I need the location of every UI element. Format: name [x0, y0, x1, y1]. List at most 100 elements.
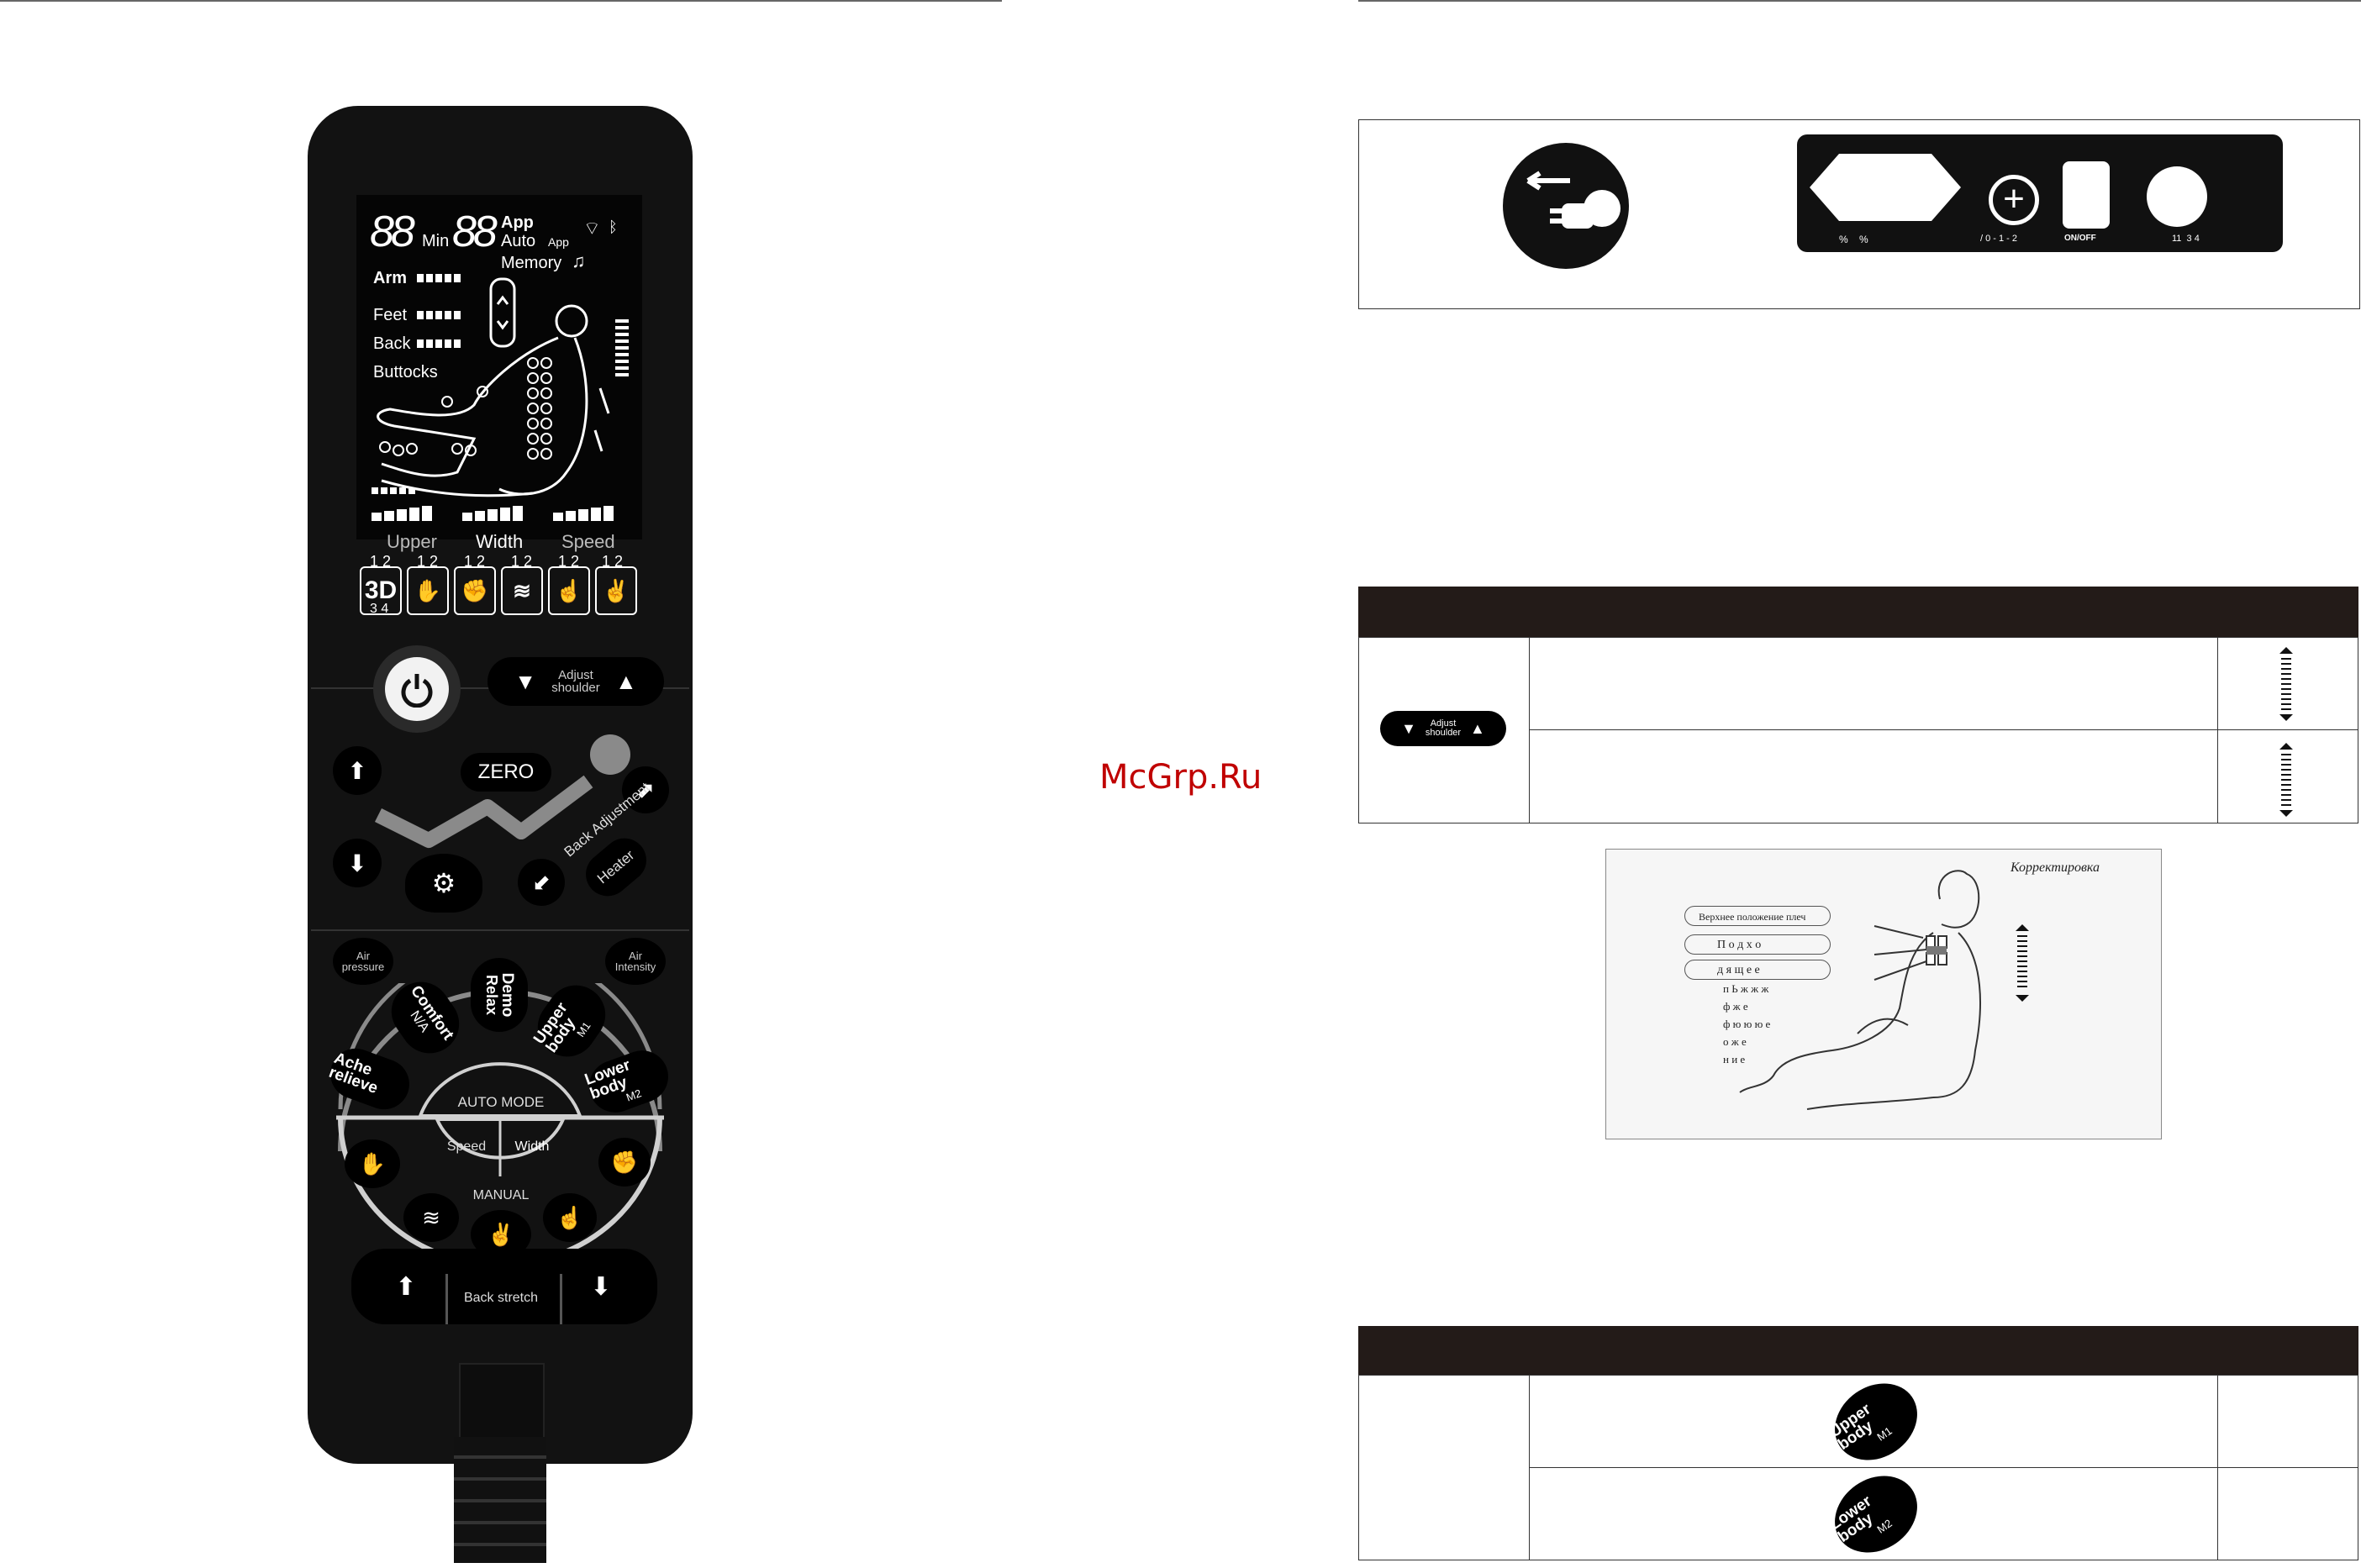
back-stretch-up-button[interactable]: ⬆	[370, 1260, 442, 1313]
technique-3d-icon: 3D	[360, 566, 402, 615]
buttocks-label: Buttocks	[373, 363, 438, 381]
power-socket-panel: % % + / 0 - 1 - 2 ON/OFF 11 3 4	[1797, 134, 2283, 252]
feet-bars	[417, 311, 461, 319]
timer-digits: 88	[370, 208, 415, 256]
air-intensity-button[interactable]: Air Intensity	[605, 938, 666, 985]
adjust-shoulder-label: Adjust shoulder	[551, 668, 600, 695]
auto-mode-label: AUTO MODE	[457, 1094, 545, 1110]
speed-button[interactable]: Speed	[437, 1123, 496, 1171]
leg-down-button[interactable]: ⬇	[333, 839, 382, 887]
illustration-line: ф ю ю ю е	[1723, 1018, 1771, 1030]
back-stretch-label: Back stretch	[463, 1291, 539, 1305]
arrow-down-icon: ⬇	[590, 1272, 612, 1301]
triangle-up-icon: ▲	[1470, 719, 1485, 737]
shiatsu-icon: ☝	[548, 566, 590, 615]
arm-bars	[417, 274, 461, 282]
air-pressure-label: Air pressure	[341, 950, 385, 973]
relax-label: Relax	[483, 974, 500, 1016]
zero-label: ZERO	[477, 760, 535, 783]
manual-kneading-button[interactable]: ✋	[345, 1139, 400, 1188]
illustration-line: н и е	[1723, 1053, 1746, 1066]
zero-button[interactable]: ZERO	[461, 753, 551, 792]
knocking-icon: ≋	[501, 566, 543, 615]
back-stretch-down-button[interactable]: ⬇	[565, 1260, 637, 1313]
music-icon: ♫	[572, 250, 586, 271]
arm-label: Arm	[373, 269, 408, 287]
socket-icon	[1810, 154, 1961, 221]
onoff-switch	[2063, 161, 2110, 229]
switch-labels: / 0 - 1 - 2	[1980, 234, 2018, 244]
illustration-scale-icon	[2016, 924, 2029, 1002]
width-bars	[462, 506, 523, 521]
zero-gravity-graphic	[374, 734, 630, 848]
unplug-icon	[1503, 143, 1629, 269]
arrow-up-icon: ⬆	[347, 757, 367, 784]
rolling-icon: ✌	[595, 566, 637, 615]
tech-num-6: 1 2	[602, 553, 624, 570]
upper-label: Upper	[387, 531, 437, 552]
tech-num-1: 1 2	[370, 553, 392, 570]
app-small-label: App	[548, 235, 569, 249]
manual-tap-button[interactable]: ☝	[543, 1193, 597, 1242]
illustration-line: о ж е	[1723, 1035, 1747, 1048]
table2-header	[1358, 1326, 2358, 1375]
leg-up-button[interactable]: ⬆	[333, 746, 382, 795]
cable-strain-relief	[459, 1363, 545, 1442]
illustration-line: п Ь ж ж ж	[1723, 982, 1769, 995]
app-label: App	[501, 213, 534, 232]
table1-adjust-shoulder-label: Adjust shoulder	[1425, 718, 1462, 738]
shoulder-scale-up-icon	[2279, 647, 2293, 721]
arrow-up-icon: ⬆	[395, 1272, 417, 1301]
onoff-label: ON/OFF	[2064, 234, 2096, 243]
tapping-icon: ✊	[454, 566, 496, 615]
upper-bars	[372, 506, 432, 521]
arrow-down-left-icon: ⬋	[532, 869, 551, 895]
triangle-down-icon: ▼	[514, 668, 536, 694]
memory-label: Memory	[501, 254, 562, 272]
shoulder-illustration-box	[1605, 849, 2162, 1139]
air-pressure-button[interactable]: Air pressure	[333, 938, 393, 985]
power-icon	[385, 657, 449, 721]
power-button[interactable]	[373, 645, 461, 733]
kneading-hand-icon: ✋	[358, 1150, 387, 1176]
kneading-icon: ✋	[407, 566, 449, 615]
right-labels: 11 3 4	[2172, 234, 2200, 244]
watermark-text: McGrp.Ru	[1099, 758, 1262, 797]
back-up-button[interactable]: ⬈	[622, 766, 669, 813]
feet-label: Feet	[373, 306, 408, 324]
remote-divider-2	[311, 929, 689, 931]
top-rule-left	[0, 0, 1002, 2]
heater-label: Heater	[594, 846, 638, 887]
width-button[interactable]: Width	[503, 1123, 561, 1171]
back-stretch-divider-left	[445, 1274, 448, 1324]
illustration-text-lines: п Ь ж ж ж ф ж е ф ю ю ю е о ж е н и е	[1723, 980, 1770, 1068]
settings-button[interactable]: ⚙	[405, 854, 482, 913]
tech-num-3: 1 2	[464, 553, 486, 570]
tech-num-4: 1 2	[511, 553, 533, 570]
tap-hand-icon: ☝	[556, 1204, 584, 1230]
plus-icon: +	[1989, 175, 2039, 225]
top-rule-right	[1358, 0, 2361, 2]
back-down-button[interactable]: ⬋	[518, 859, 565, 906]
illustration-label-2: П о д х о	[1684, 934, 1831, 955]
tech-num-5: 1 2	[558, 553, 580, 570]
fuse-icon	[2147, 166, 2207, 227]
arrow-down-icon: ⬇	[347, 850, 367, 876]
table1-row1-desc	[1529, 637, 2218, 730]
body-figure-icon	[377, 277, 629, 497]
table1-adjust-shoulder-button: ▼ Adjust shoulder ▲	[1380, 711, 1506, 746]
adjust-shoulder-button[interactable]: ▼ Adjust shoulder ▲	[487, 657, 664, 706]
width-button-label: Width	[514, 1139, 550, 1154]
bluetooth-icon: ᛒ	[609, 218, 618, 235]
table1-row2-desc	[1529, 729, 2218, 823]
triangle-up-icon: ▲	[615, 668, 637, 694]
illustration-title: Корректировка	[2011, 860, 2100, 875]
illustration-label-3: д я щ е е	[1684, 960, 1831, 980]
air-intensity-label: Air Intensity	[614, 950, 656, 973]
wifi-icon: ⌔	[583, 218, 601, 239]
manual-knock-button[interactable]: ≋	[403, 1193, 459, 1242]
table2-row1-right-cell	[2217, 1375, 2358, 1468]
manual-shiatsu-button[interactable]: ✊	[598, 1138, 651, 1187]
cable	[454, 1437, 546, 1563]
